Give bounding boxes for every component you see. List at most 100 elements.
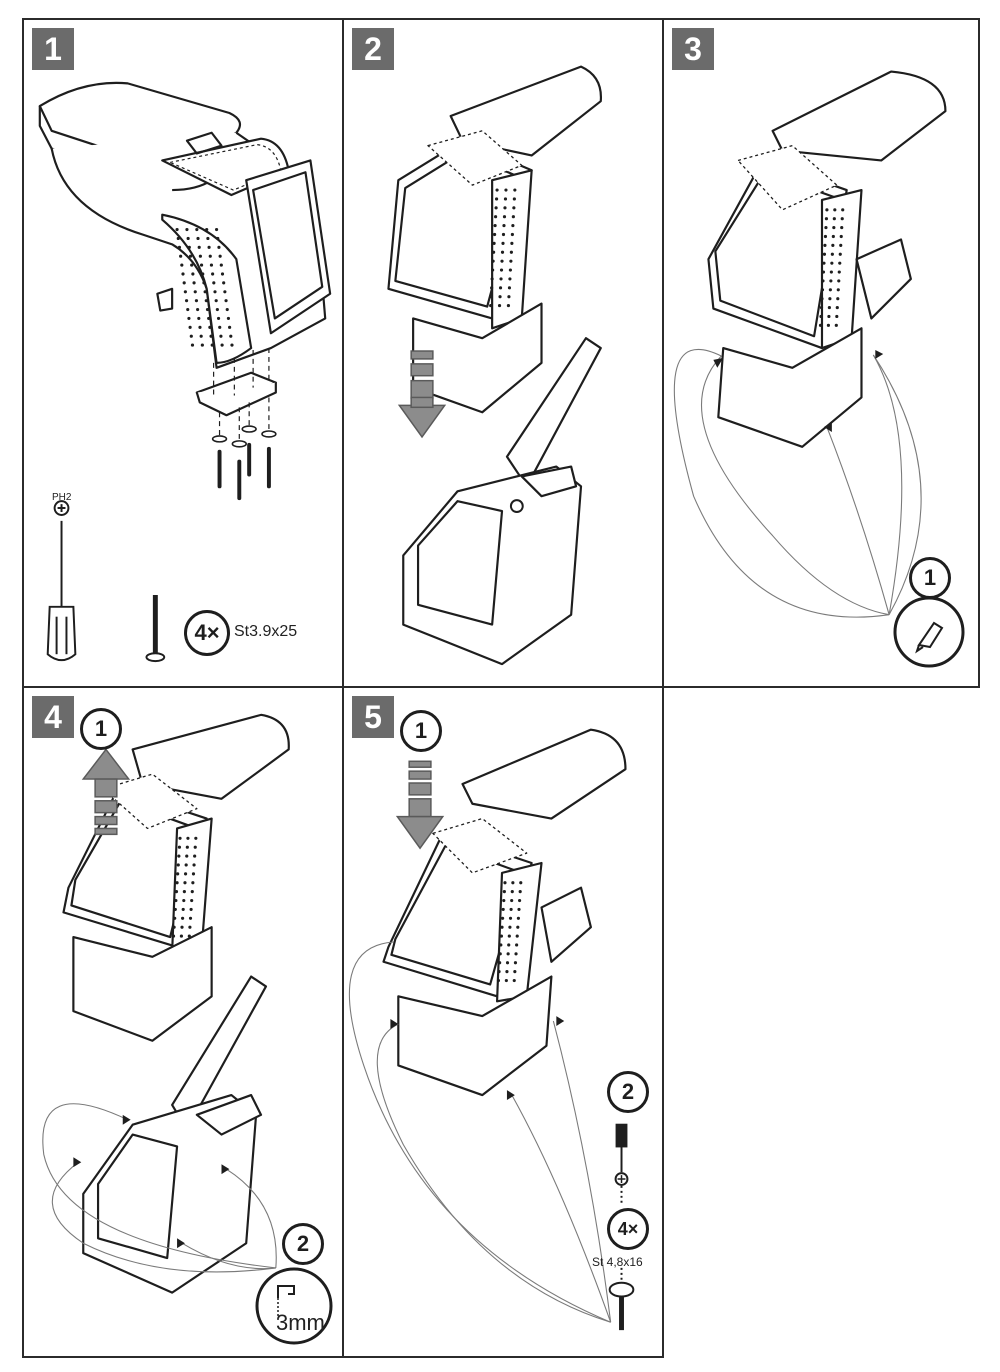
perforation-dot [210,343,214,347]
perforation-dot [828,288,832,292]
perforation-dot [176,236,180,241]
perforation-dot [509,259,513,263]
callout-2-circle: 2 [282,1223,324,1265]
armrest-marking-illustration [673,70,947,618]
perforation-dot [224,299,228,303]
perforation-dot [173,907,177,911]
perforation-dot [836,297,840,301]
perforation-dot [490,286,494,290]
perforation-dot [214,299,218,303]
perforation-dot [831,234,835,239]
perforation-dot [196,236,200,241]
perforation-dot [836,288,840,292]
perforation-dot [823,243,827,247]
perforation-dot [516,925,520,929]
perforation-dot [838,261,842,265]
perforation-dot [185,845,189,849]
perforation-dot [502,890,506,894]
perforation-dot [183,290,187,294]
perforation-dot [175,227,179,232]
perforation-dot [489,295,493,299]
perforation-dot [835,305,839,310]
perforation-dot [826,323,830,327]
perforation-dot [511,215,515,219]
perforation-dot [515,943,519,947]
perforation-dot [499,277,503,281]
perforation-dot [185,854,189,858]
perforation-dot [819,305,824,310]
perforation-dot [229,334,233,338]
perforation-dot [501,916,505,920]
callout-1-circle: 1 [400,710,442,752]
perforation-dot [498,295,502,299]
perforation-dot [174,890,179,894]
perforation-dot [203,290,207,294]
perforation-dot [834,323,838,327]
callout-2-circle: 2 [607,1071,649,1113]
perforation-dot [186,836,190,840]
perforation-dot [829,270,833,274]
perforation-dot [491,268,495,272]
perforation-dot [504,188,508,192]
perforation-dot [495,188,499,192]
perforation-dot [193,845,197,849]
perforation-dot [178,836,182,840]
perforation-dot [504,978,508,983]
perforation-dot [197,245,201,249]
perforation-dot [216,236,220,241]
perforation-dot [183,881,187,885]
perforation-dot [841,208,845,212]
perforation-dot [518,890,522,894]
perforation-dot [501,241,505,245]
step-1-panel: 1 [22,18,344,688]
perforation-dot [502,215,507,219]
perforation-dot [205,307,210,312]
perforation-dot [511,881,515,885]
marker-pen-icon [893,596,965,668]
perforation-dot [839,234,843,239]
perforation-dot [830,252,834,256]
perforation-dot [206,236,210,241]
perforation-dot [184,299,189,303]
perforation-dot [819,314,823,319]
screw-spec-label: St 4,8x16 [592,1255,643,1269]
perforation-dot [818,323,823,327]
perforation-dot [500,259,504,263]
perforation-dot [186,307,190,312]
perforation-dot [213,290,217,294]
perforation-dot [497,970,501,974]
step-4-panel: 4 1 [22,686,344,1358]
perforation-dot [824,226,828,230]
perforation-dot [186,236,190,241]
perforation-dot [171,934,176,938]
drill-bit-icon [255,1267,333,1345]
perforation-dot [188,925,192,929]
perforation-dot [198,254,202,258]
step-3-panel: 3 1 [662,18,980,688]
perforation-dot [217,245,221,249]
perforation-dot [182,890,186,894]
perforation-dot [500,925,504,929]
perforation-dot [822,252,827,256]
perforation-dot [187,245,191,249]
perforation-dot [180,925,184,929]
perforation-dot [192,281,196,285]
perforation-dot [172,925,176,929]
perforation-dot [184,863,188,867]
perforation-dot [832,226,836,230]
perforation-dot [835,314,839,319]
perforation-dot [493,224,497,228]
perforation-dot [822,261,826,265]
perforation-dot [185,227,189,232]
perforation-dot [208,325,212,329]
perforation-dot [188,325,192,329]
perforation-dot [839,243,843,247]
perforation-dot [218,254,222,258]
perforation-dot [182,898,186,903]
armrest-drilling-illustration [42,713,290,1294]
perforation-dot [194,299,199,303]
step-number-badge: 2 [352,28,394,70]
perforation-dot [516,916,520,920]
perforation-dot [211,272,215,276]
perforation-dot [188,916,193,920]
